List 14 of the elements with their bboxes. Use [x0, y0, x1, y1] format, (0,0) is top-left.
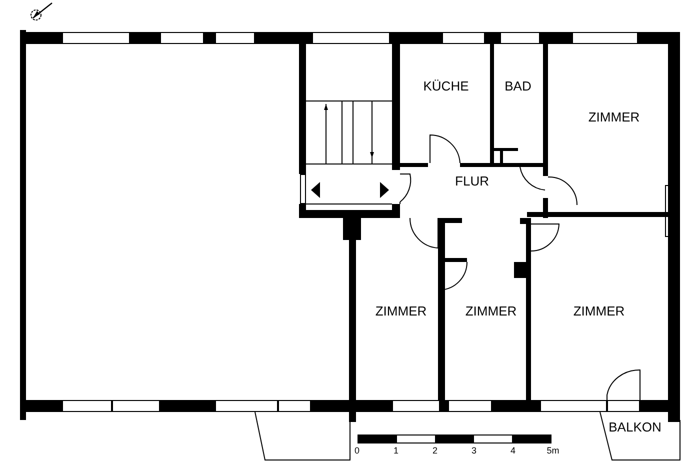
- room-label: FLUR: [455, 174, 489, 188]
- room-label: ZIMMER: [375, 304, 427, 318]
- room-label: BALKON: [608, 420, 662, 434]
- room-label: ZIMMER: [588, 110, 640, 124]
- scale-label: 1: [394, 446, 398, 456]
- scale-label: 5m: [546, 446, 560, 456]
- room-label: ZIMMER: [465, 304, 517, 318]
- scale-label: 4: [510, 446, 516, 456]
- scale-label: 0: [354, 446, 360, 456]
- room-label: BAD: [504, 80, 532, 92]
- scale-label: 3: [472, 446, 476, 456]
- room-label: KÜCHE: [423, 80, 469, 92]
- scale-label: 2: [432, 446, 438, 456]
- room-label: ZIMMER: [573, 304, 625, 318]
